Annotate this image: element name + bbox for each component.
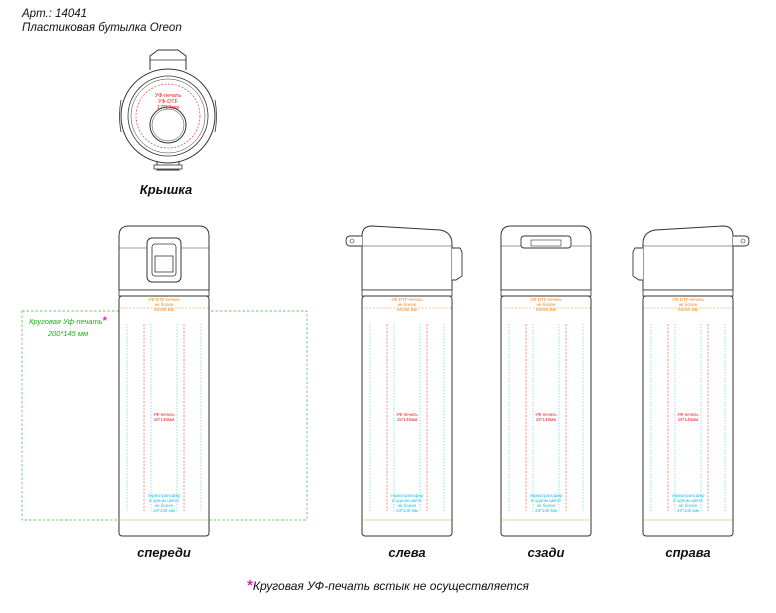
caption-left: слева <box>388 545 426 560</box>
uv-label-line2: 15*145мм <box>397 417 417 422</box>
caption-back: сзади <box>527 545 565 560</box>
uv-label-line1: УФ-печать <box>396 412 418 417</box>
footnote-asterisk: * <box>247 577 253 594</box>
uv-label-line1: УФ-печать <box>677 412 699 417</box>
transfer-label-line3: не более <box>537 503 556 508</box>
transfer-label-line4: 23*140 мм <box>153 508 175 513</box>
zone-labels-front: УФ-DTF-печать не более 60х90 мм УФ-печат… <box>147 297 181 513</box>
transfer-label-line3: не более <box>155 503 174 508</box>
dtf-label-line3: 60х90 мм <box>154 307 174 312</box>
caption-front: спереди <box>137 545 191 560</box>
dtf-label-line2: не более <box>155 302 174 307</box>
dtf-label-line3: 60х90 мм <box>678 307 698 312</box>
product-title: Пластиковая бутылка Oreon <box>22 22 182 34</box>
circular-print-label-text: Круговая Уф-печать <box>29 317 103 326</box>
uv-label-line2: 15*145мм <box>154 417 174 422</box>
bottle-left-view <box>345 225 463 537</box>
transfer-label-line3: не более <box>398 503 417 508</box>
lid-caption: Крышка <box>139 182 193 197</box>
dtf-label-line2: не более <box>537 302 556 307</box>
bottle-back-view <box>500 225 592 537</box>
transfer-label-line1: термотрансфер <box>390 493 424 498</box>
transfer-label-line2: в одном цвете <box>392 498 422 503</box>
circular-print-size: 200*145 мм <box>47 328 89 338</box>
transfer-label-line1: термотрансфер <box>671 493 705 498</box>
uv-label-line2: 15*145мм <box>536 417 556 422</box>
dtf-label-line3: 60х90 мм <box>397 307 417 312</box>
article-number: Арт.: 14041 <box>22 8 88 20</box>
transfer-label-line2: в одном цвете <box>673 498 703 503</box>
dtf-label-line1: УФ-DTF-печать <box>672 297 704 302</box>
transfer-label-line2: в одном цвете <box>531 498 561 503</box>
zone-labels-right: УФ-DTF-печать не более 60х90 мм УФ-печат… <box>671 297 705 513</box>
transfer-label-line2: в одном цвете <box>149 498 179 503</box>
dtf-label-line2: не более <box>398 302 417 307</box>
dtf-label-line2: не более <box>679 302 698 307</box>
lid-top-view: УФ-печать УФ-DTF 17*17мм <box>119 49 217 171</box>
uv-label-line1: УФ-печать <box>153 412 175 417</box>
dtf-label-line1: УФ-DTF-печать <box>148 297 180 302</box>
lid-print-label-1: УФ-печать <box>155 93 182 99</box>
uv-label-line2: 15*145мм <box>678 417 698 422</box>
transfer-label-line3: не более <box>679 503 698 508</box>
transfer-label-line1: термотрансфер <box>147 493 181 498</box>
transfer-label-line1: термотрансфер <box>529 493 563 498</box>
zone-labels-back: УФ-DTF-печать не более 60х90 мм УФ-печат… <box>529 297 563 513</box>
lid-print-label-3: 17*17мм <box>157 105 179 111</box>
caption-right: справа <box>665 545 711 560</box>
dtf-label-line1: УФ-DTF-печать <box>391 297 423 302</box>
transfer-label-line4: 23*140 мм <box>396 508 418 513</box>
transfer-label-line4: 23*140 мм <box>535 508 557 513</box>
dtf-label-line3: 60х90 мм <box>536 307 556 312</box>
transfer-label-line4: 23*140 мм <box>677 508 699 513</box>
lid-print-label-2: УФ-DTF <box>158 99 179 105</box>
bottle-front-view <box>118 225 210 537</box>
dtf-label-line1: УФ-DTF-печать <box>530 297 562 302</box>
asterisk-mark: * <box>102 315 107 327</box>
circular-print-label: Круговая Уф-печать* 200*145 мм <box>28 315 108 338</box>
footnote-text: Круговая УФ-печать встык не осуществляет… <box>252 579 529 593</box>
bottle-right-view <box>632 225 750 537</box>
footnote: *Круговая УФ-печать встык не осуществляе… <box>0 577 776 594</box>
uv-label-line1: УФ-печать <box>535 412 557 417</box>
zone-labels-left: УФ-DTF-печать не более 60х90 мм УФ-печат… <box>390 297 424 513</box>
